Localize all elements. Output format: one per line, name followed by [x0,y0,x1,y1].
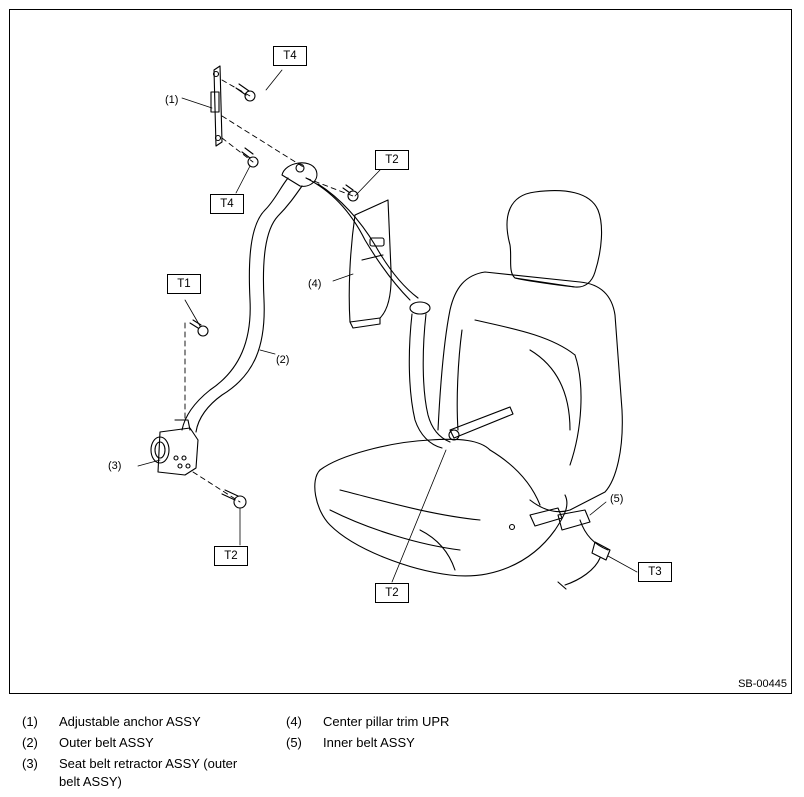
torque-label-t2-top: T2 [375,150,409,170]
bolts [189,83,514,509]
legend-num: (1) [22,714,38,729]
retractor-drawing [150,419,199,476]
inner-belt-drawing [557,509,611,590]
leader-lines [137,69,638,583]
center-pillar-trim [348,199,392,329]
legend-num: (2) [22,735,38,750]
torque-label-t3: T3 [638,562,672,582]
legend-text: Inner belt ASSY [323,735,415,750]
legend-num: (3) [22,756,38,771]
seat-belt-exploded-drawing [137,65,638,590]
torque-label-t1: T1 [167,274,201,294]
torque-label-t2-bottom-left: T2 [214,546,248,566]
seat-drawing [314,190,623,577]
torque-label-t2-bottom-center: T2 [375,583,409,603]
figure-id: SB-00445 [738,678,787,690]
adjustable-anchor-drawing [210,65,223,147]
legend-text: Adjustable anchor ASSY [59,714,201,729]
callout-3: (3) [108,460,122,472]
diagram-frame: T4 T4 T2 T1 T2 T2 T3 (1) (2) (3) (4) (5)… [9,9,792,694]
outer-belt-webbing [181,162,451,449]
callout-4: (4) [308,278,322,290]
legend-text: Outer belt ASSY [59,735,154,750]
legend-text: Seat belt retractor ASSY (outer belt ASS… [59,756,238,789]
exploded-dash-lines [184,79,354,503]
legend-num: (4) [286,714,302,729]
callout-1: (1) [165,94,179,106]
legend-text: Center pillar trim UPR [323,714,450,729]
torque-label-t4-lower: T4 [210,194,244,214]
legend-num: (5) [286,735,302,750]
torque-label-t4-top: T4 [273,46,307,66]
callout-5: (5) [610,493,624,505]
callout-2: (2) [276,354,290,366]
